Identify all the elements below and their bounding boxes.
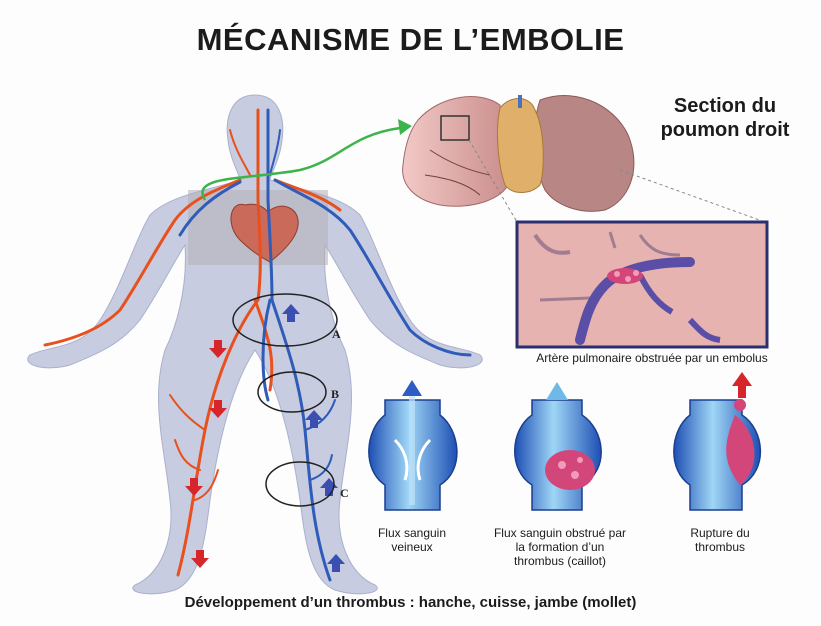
circle-label-c: C — [340, 486, 349, 500]
vein-panel-normal — [369, 380, 457, 510]
heart-vessels — [498, 98, 544, 192]
vein-panel-obstructed — [515, 382, 601, 510]
vein-panel-rupture — [674, 372, 761, 510]
thrombus-clot — [545, 450, 595, 490]
circle-label-a: A — [332, 327, 341, 341]
lung-left-lobe — [403, 97, 510, 207]
arrow-up-icon — [732, 372, 752, 398]
embolus-clot — [607, 268, 643, 284]
lung-section-title: Section du poumon droit — [640, 94, 810, 142]
lung-right-lobe — [535, 96, 634, 212]
vein-panel-label-rupture: Rupture du thrombus — [680, 526, 760, 554]
artery-zoom-panel — [517, 222, 767, 347]
vein-panel-label-obstructed: Flux sanguin obstrué par la formation d’… — [490, 526, 630, 568]
circle-label-b: B — [331, 387, 339, 401]
artery-caption: Artère pulmonaire obstruée par un embolu… — [487, 351, 817, 365]
vein-panel-label-normal: Flux sanguin veineux — [357, 526, 467, 554]
bottom-caption: Développement d’un thrombus : hanche, cu… — [0, 594, 821, 611]
lung-section — [403, 95, 634, 211]
